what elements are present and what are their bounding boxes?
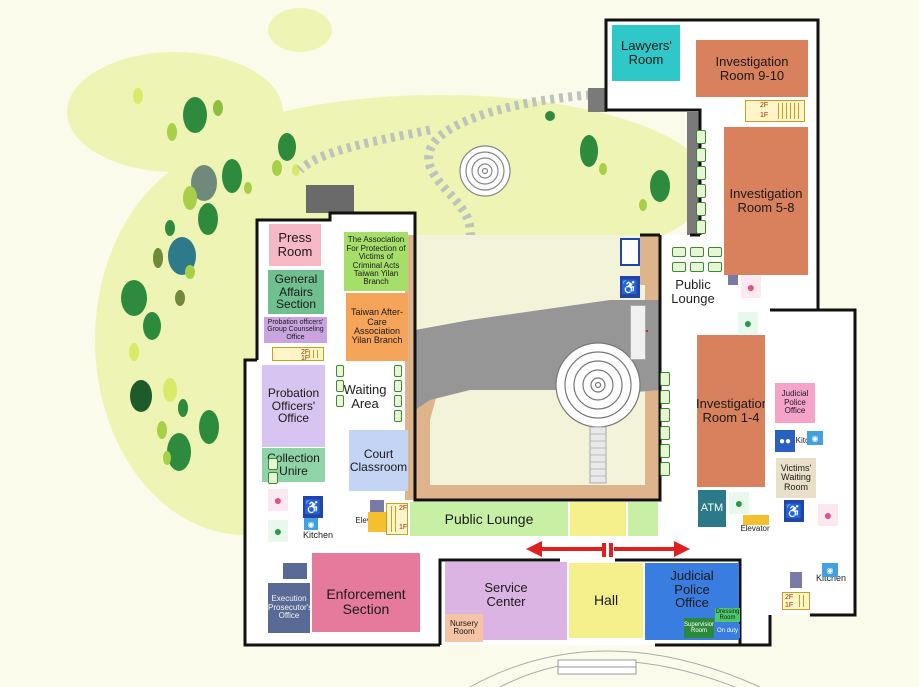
investigation-room-5-8[interactable]: Investigation Room 5-8 [724, 127, 808, 275]
court-classroom[interactable]: Court Classroom [349, 430, 408, 491]
on-duty-room[interactable]: On duty [715, 624, 740, 638]
investigation-room-9-10[interactable]: Investigation Room 9-10 [696, 40, 808, 97]
hall[interactable]: Hall [569, 563, 643, 638]
lounge-seating-right [628, 502, 658, 536]
wheelchair-accessible-icon: ♿ [303, 496, 323, 518]
enforcement-section[interactable]: Enforcement Section [312, 553, 420, 632]
wheelchair-accessible-icon: ♿ [784, 500, 804, 522]
judicial-police-office-small[interactable]: Judicial Police Office [775, 383, 815, 423]
elevator-icon [728, 275, 738, 285]
victims-waiting-room[interactable]: Victims' Waiting Room [776, 458, 816, 498]
fountain-bottom [555, 342, 641, 428]
waiting-area: Waiting Area [343, 382, 387, 411]
probation-officers-office[interactable]: Probation Officers' Office [262, 365, 325, 447]
lounge-seating-center [570, 502, 626, 536]
supervision-room[interactable]: Supervision Room [684, 618, 714, 638]
kitchen-label-left: Kitchen [302, 530, 334, 540]
elevator-icon [368, 512, 386, 532]
public-lounge-bottom[interactable]: Public Lounge [410, 502, 568, 536]
restroom-icon: ●● [775, 430, 795, 452]
public-lounge-top: Public Lounge [671, 277, 715, 306]
fountain-top [459, 145, 511, 197]
after-care-association[interactable]: Taiwan After-Care Association Yilan Bran… [346, 293, 408, 361]
lawyers-room[interactable]: Lawyers' Room [612, 25, 680, 81]
stairs-lower-left[interactable]: 2F 1F [386, 503, 408, 535]
female-restroom-icon: ● [818, 504, 838, 526]
wheelchair-accessible-icon: ♿ [620, 276, 640, 298]
lawn-area [268, 8, 332, 52]
probation-group-counseling-office[interactable]: Probation officers' Group Counseling Off… [264, 317, 327, 343]
male-restroom-icon: ● [268, 520, 288, 542]
gray-block [306, 185, 354, 213]
victims-protection-association[interactable]: The Association For Protection of Victim… [344, 232, 408, 291]
male-restroom-icon: ● [738, 312, 758, 334]
general-affairs-section[interactable]: General Affairs Section [268, 270, 324, 314]
female-restroom-icon: ● [741, 276, 761, 298]
dressing-room[interactable]: Dressing Room [715, 608, 740, 622]
press-room[interactable]: Press Room [269, 224, 321, 266]
building-walls [243, 18, 857, 647]
trees [121, 88, 670, 471]
kitchen-icon: ◉ [822, 563, 838, 577]
investigation-room-1-4[interactable]: Investigation Room 1-4 [697, 335, 765, 487]
elevator-icon [370, 500, 384, 512]
elevator-icon [743, 515, 769, 525]
atm[interactable]: ATM [698, 490, 726, 527]
stairs-upper-right[interactable]: 2F 1F [745, 100, 805, 122]
kitchen-label-right-bottom: Kitchen [815, 573, 847, 583]
female-restroom-icon: ● [268, 489, 288, 511]
stairs-lower-right[interactable]: 2F 1F [782, 592, 810, 610]
male-restroom-icon: ● [729, 492, 749, 514]
kitchen-icon: ◉ [304, 518, 318, 530]
elevator-label-right: Elevator [740, 524, 770, 533]
ramp-icon [630, 305, 646, 360]
entrance-arrows [526, 541, 690, 557]
stairs-left[interactable]: 2F 1F [272, 347, 324, 362]
kitchen-icon: ◉ [807, 431, 823, 445]
ramp-rail-icon [620, 238, 640, 266]
execution-prosecutors-office[interactable]: Execution Prosecutor's Office [268, 583, 310, 633]
stepping-stones [424, 90, 591, 304]
gray-block [588, 88, 607, 112]
nursery-room[interactable]: Nursery Room [445, 614, 483, 642]
elevator-icon [790, 572, 802, 588]
elevator-icon [283, 563, 307, 579]
stepping-stones [296, 125, 431, 174]
